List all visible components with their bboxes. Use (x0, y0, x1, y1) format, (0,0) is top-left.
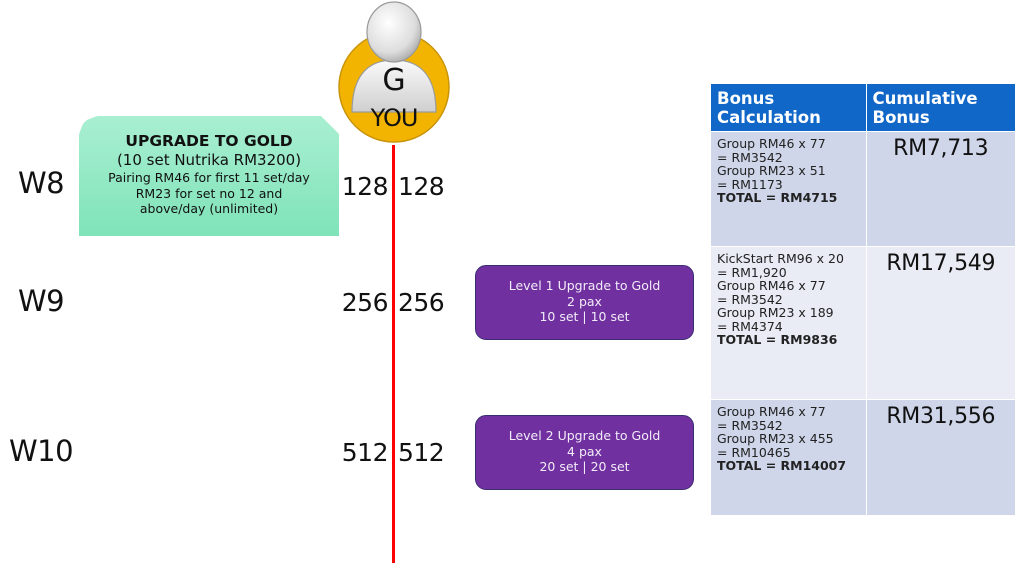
calc-line: Group RM46 x 77 (717, 136, 826, 151)
calc-line: = RM4374 (717, 318, 783, 334)
calc-line: Group RM23 x 51 (717, 163, 826, 178)
week-label-w8: W8 (18, 166, 65, 200)
level-box-pax: 2 pax (567, 293, 602, 309)
right-count-w9: 256 (398, 288, 445, 317)
header-line: Calculation (717, 108, 821, 127)
level-box-sets: 20 set | 20 set (539, 459, 630, 474)
header-line: Cumulative (872, 89, 978, 108)
calc-total: TOTAL = RM14007 (717, 458, 847, 473)
table-row: Group RM46 x 77 = RM3542 Group RM23 x 45… (711, 399, 1015, 515)
upgrade-to-gold-callout: UPGRADE TO GOLD (10 set Nutrika RM3200) … (79, 116, 339, 236)
cumulative-bonus-cell: RM17,549 (866, 246, 1015, 400)
calc-line: = RM1173 (717, 176, 783, 192)
header-line: Bonus (717, 89, 775, 108)
right-count-w10: 512 (398, 438, 445, 467)
bonus-calculation-cell: Group RM46 x 77 = RM3542 Group RM23 x 45… (711, 399, 867, 515)
calc-line: = RM1,920 (717, 264, 787, 280)
level-box-title: Level 1 Upgrade to Gold (508, 278, 661, 293)
level-box-title: Level 2 Upgrade to Gold (508, 428, 661, 443)
header-line: Bonus (872, 108, 930, 127)
right-count-w8: 128 (398, 172, 445, 201)
level-2-upgrade-box: Level 2 Upgrade to Gold 4 pax 20 set | 2… (475, 415, 694, 490)
calc-line: = RM3542 (717, 291, 783, 307)
callout-line: RM23 for set no 12 and (135, 185, 283, 201)
header-bonus-calculation: Bonus Calculation (711, 84, 867, 132)
left-count-w9: 256 (341, 288, 389, 317)
you-avatar: G YOU (332, 0, 456, 146)
table-row: Group RM46 x 77 = RM3542 Group RM23 x 51… (711, 131, 1015, 247)
calc-line: Group RM46 x 77 (717, 404, 826, 419)
calc-total: TOTAL = RM9836 (717, 332, 838, 347)
avatar-rank-letter: G (382, 63, 406, 98)
calc-line: = RM3542 (717, 149, 783, 165)
calc-line: = RM3542 (717, 417, 783, 433)
callout-line: Pairing RM46 for first 11 set/day (108, 170, 310, 185)
calc-line: = RM10465 (717, 444, 791, 460)
calc-line: KickStart RM96 x 20 (717, 251, 844, 266)
bonus-calculation-cell: Group RM46 x 77 = RM3542 Group RM23 x 51… (711, 131, 867, 247)
callout-line: above/day (unlimited) (139, 201, 279, 216)
avatar-caption: YOU (370, 104, 419, 132)
bonus-calculation-cell: KickStart RM96 x 20 = RM1,920 Group RM46… (711, 246, 867, 400)
callout-subtitle: (10 set Nutrika RM3200) (116, 151, 302, 169)
person-head (366, 1, 422, 63)
user-avatar-icon (338, 1, 450, 143)
cumulative-bonus-cell: RM7,713 (866, 131, 1015, 247)
level-box-pax: 4 pax (567, 443, 602, 459)
level-1-upgrade-box: Level 1 Upgrade to Gold 2 pax 10 set | 1… (475, 265, 694, 340)
bonus-table: Bonus Calculation Cumulative Bonus Group… (711, 84, 1015, 515)
week-label-w10: W10 (9, 434, 74, 468)
table-row: KickStart RM96 x 20 = RM1,920 Group RM46… (711, 246, 1015, 400)
cumulative-bonus-cell: RM31,556 (866, 399, 1015, 515)
level-box-sets: 10 set | 10 set (539, 309, 630, 324)
table-header-row: Bonus Calculation Cumulative Bonus (711, 84, 1015, 132)
calc-line: Group RM46 x 77 (717, 278, 826, 293)
calc-line: Group RM23 x 455 (717, 431, 834, 446)
left-count-w8: 128 (341, 172, 389, 201)
timeline-line (392, 145, 395, 563)
week-label-w9: W9 (18, 284, 65, 318)
calc-total: TOTAL = RM4715 (717, 190, 838, 205)
header-cumulative-bonus: Cumulative Bonus (866, 84, 1015, 132)
left-count-w10: 512 (341, 438, 389, 467)
callout-title: UPGRADE TO GOLD (125, 132, 293, 150)
calc-line: Group RM23 x 189 (717, 305, 834, 320)
